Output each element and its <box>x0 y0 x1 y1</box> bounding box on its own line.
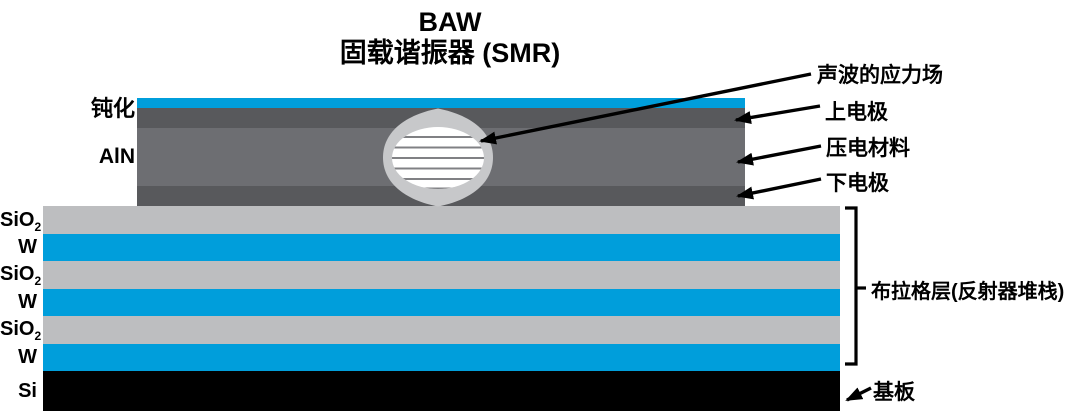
callout-bottom-electrode: 下电极 <box>826 172 889 195</box>
layer-w-3 <box>43 343 840 371</box>
callout-substrate: 基板 <box>873 381 915 404</box>
title-line-baw: BAW <box>418 7 482 37</box>
label-w-2: W <box>18 291 37 313</box>
layer-passivation <box>137 98 745 108</box>
callout-bragg-stack: 布拉格层(反射器堆栈) <box>871 281 1065 303</box>
title-line-smr: 固载谐振器 (SMR) <box>339 38 561 68</box>
arrow-bottom-electrode <box>736 177 822 200</box>
layer-top-electrode <box>137 108 745 128</box>
callout-top-electrode: 上电极 <box>825 101 888 124</box>
layer-w-2 <box>43 288 840 316</box>
label-si: Si <box>18 380 37 402</box>
layer-si-substrate <box>43 371 840 411</box>
layer-w-1 <box>43 233 840 261</box>
layer-bottom-electrode <box>137 186 745 206</box>
label-passivation: 钝化 <box>90 96 135 121</box>
layer-sio2-2 <box>43 261 840 289</box>
arrow-substrate <box>845 386 872 402</box>
diagram-title: BAW 固载谐振器 (SMR) <box>100 6 800 68</box>
layer-sio2-1 <box>43 206 840 234</box>
layer-sio2-3 <box>43 316 840 344</box>
label-sio2-3: SiO2 <box>0 318 42 343</box>
callout-piezo-material: 压电材料 <box>826 137 910 160</box>
layer-piezoelectric-aln <box>137 128 745 186</box>
arrow-top-electrode <box>734 104 821 124</box>
label-w-1: W <box>18 236 37 258</box>
label-w-3: W <box>18 346 37 368</box>
label-sio2-2: SiO2 <box>0 263 42 288</box>
label-aln: AlN <box>98 145 135 168</box>
arrow-piezo-material <box>736 144 822 166</box>
callout-stress-field: 声波的应力场 <box>817 64 943 87</box>
bragg-bracket <box>845 206 866 366</box>
label-sio2-1: SiO2 <box>0 209 42 234</box>
